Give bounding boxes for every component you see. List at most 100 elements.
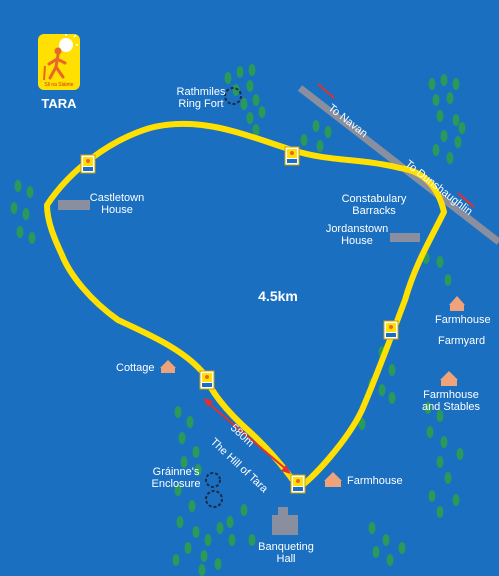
cottage-label: Cottage bbox=[116, 362, 155, 374]
rathmiles-ring-fort-icon bbox=[224, 87, 242, 105]
tree-icon bbox=[436, 456, 444, 468]
tree-icon bbox=[204, 534, 212, 546]
grainne-enclosure-ring-icon bbox=[205, 472, 221, 488]
tree-icon bbox=[16, 226, 24, 238]
tree-icon bbox=[444, 472, 452, 484]
tree-icon bbox=[436, 410, 444, 422]
cottage-house-icon bbox=[160, 360, 176, 373]
logo-title: TARA bbox=[41, 96, 77, 111]
distance-measure-arrow bbox=[203, 398, 291, 474]
dunshaughlin-road-arrow bbox=[457, 192, 475, 208]
route-marker-post-icon bbox=[199, 370, 215, 390]
tree-icon bbox=[26, 186, 34, 198]
tree-icon bbox=[184, 542, 192, 554]
tree-icon bbox=[224, 72, 232, 84]
tree-icon bbox=[398, 542, 406, 554]
tree-icon bbox=[458, 122, 466, 134]
tree-icon bbox=[226, 516, 234, 528]
tree-icon bbox=[454, 136, 462, 148]
grainne-enclosure-ring-icon bbox=[205, 490, 223, 508]
tree-icon bbox=[378, 384, 386, 396]
tree-icon bbox=[388, 392, 396, 404]
grainne-enclosure-label: Gráinne's Enclosure bbox=[151, 466, 201, 490]
tree-icon bbox=[382, 534, 390, 546]
tree-icon bbox=[200, 550, 208, 562]
tree-icon bbox=[236, 66, 244, 78]
tree-icon bbox=[440, 436, 448, 448]
tree-icon bbox=[248, 534, 256, 546]
tree-icon bbox=[312, 120, 320, 132]
sli-na-slainte-logo-icon: Sli na Sláinte bbox=[38, 34, 80, 90]
tree-icon bbox=[178, 432, 186, 444]
tree-icon bbox=[452, 114, 460, 126]
castletown-house-building-icon bbox=[58, 200, 90, 210]
tree-icon bbox=[446, 92, 454, 104]
tree-icon bbox=[426, 426, 434, 438]
tree-icon bbox=[436, 506, 444, 518]
route-marker-post-icon bbox=[290, 474, 306, 494]
tree-icon bbox=[214, 558, 222, 570]
tree-icon bbox=[194, 464, 202, 476]
tree-icon bbox=[180, 456, 188, 468]
logo-badge-text: Sli na Sláinte bbox=[44, 82, 73, 88]
tree-icon bbox=[216, 522, 224, 534]
tree-icon bbox=[316, 140, 324, 152]
tree-icon bbox=[428, 490, 436, 502]
tree-icon bbox=[324, 126, 332, 138]
jordanstown-house-label: Jordanstown House bbox=[325, 223, 389, 247]
tree-icon bbox=[248, 64, 256, 76]
route-distance-label: 4.5km bbox=[258, 288, 298, 304]
tree-icon bbox=[252, 124, 260, 136]
farmhouse-stables-label: Farmhouse and Stables bbox=[421, 389, 481, 413]
tree-icon bbox=[424, 402, 432, 414]
route-markers bbox=[80, 146, 399, 494]
castletown-house-label: Castletown House bbox=[89, 192, 145, 216]
tree-icon bbox=[388, 364, 396, 376]
tree-icon bbox=[188, 500, 196, 512]
tree-icon bbox=[28, 232, 36, 244]
banqueting-hall-monument-icon bbox=[272, 507, 298, 535]
tree-icon bbox=[368, 522, 376, 534]
tree-icon bbox=[246, 112, 254, 124]
constabulary-barracks-label: Constabulary Barracks bbox=[341, 193, 407, 217]
tree-icon bbox=[444, 274, 452, 286]
tree-icon bbox=[240, 504, 248, 516]
tree-icon bbox=[186, 416, 194, 428]
tree-icon bbox=[174, 484, 182, 496]
tree-icon bbox=[372, 546, 380, 558]
tree-icon bbox=[432, 94, 440, 106]
banqueting-hall-label: Banqueting Hall bbox=[258, 541, 314, 565]
tree-icon bbox=[252, 94, 260, 106]
farmhouse-south-label: Farmhouse bbox=[347, 475, 403, 487]
tree-icon bbox=[440, 130, 448, 142]
tree-icon bbox=[452, 494, 460, 506]
tree-icon bbox=[22, 208, 30, 220]
tree-icon bbox=[192, 526, 200, 538]
tree-icon bbox=[174, 406, 182, 418]
route-marker-post-icon bbox=[284, 146, 300, 166]
tree-icon bbox=[456, 448, 464, 460]
tree-icon bbox=[440, 74, 448, 86]
tree-icon bbox=[428, 78, 436, 90]
tree-icon bbox=[232, 84, 240, 96]
farmhouse-ne-label: Farmhouse bbox=[435, 314, 491, 326]
farmyard-label: Farmyard bbox=[438, 335, 486, 347]
tree-icon bbox=[10, 202, 18, 214]
farmhouse-south-house-icon bbox=[324, 472, 342, 487]
tree-icon bbox=[446, 152, 454, 164]
tree-icon bbox=[436, 110, 444, 122]
tree-clusters bbox=[10, 64, 466, 576]
route-marker-post-icon bbox=[80, 154, 96, 174]
tree-icon bbox=[172, 554, 180, 566]
navan-road-arrow bbox=[317, 83, 335, 99]
tree-icon bbox=[198, 564, 206, 576]
tree-icon bbox=[452, 78, 460, 90]
tree-icon bbox=[192, 446, 200, 458]
tree-icon bbox=[436, 256, 444, 268]
tree-icon bbox=[14, 180, 22, 192]
tree-icon bbox=[386, 554, 394, 566]
rathmiles-ring-fort-label: Rathmiles Ring Fort bbox=[176, 86, 226, 110]
tree-icon bbox=[246, 80, 254, 92]
farmhouse-stables-house-icon bbox=[440, 371, 458, 386]
